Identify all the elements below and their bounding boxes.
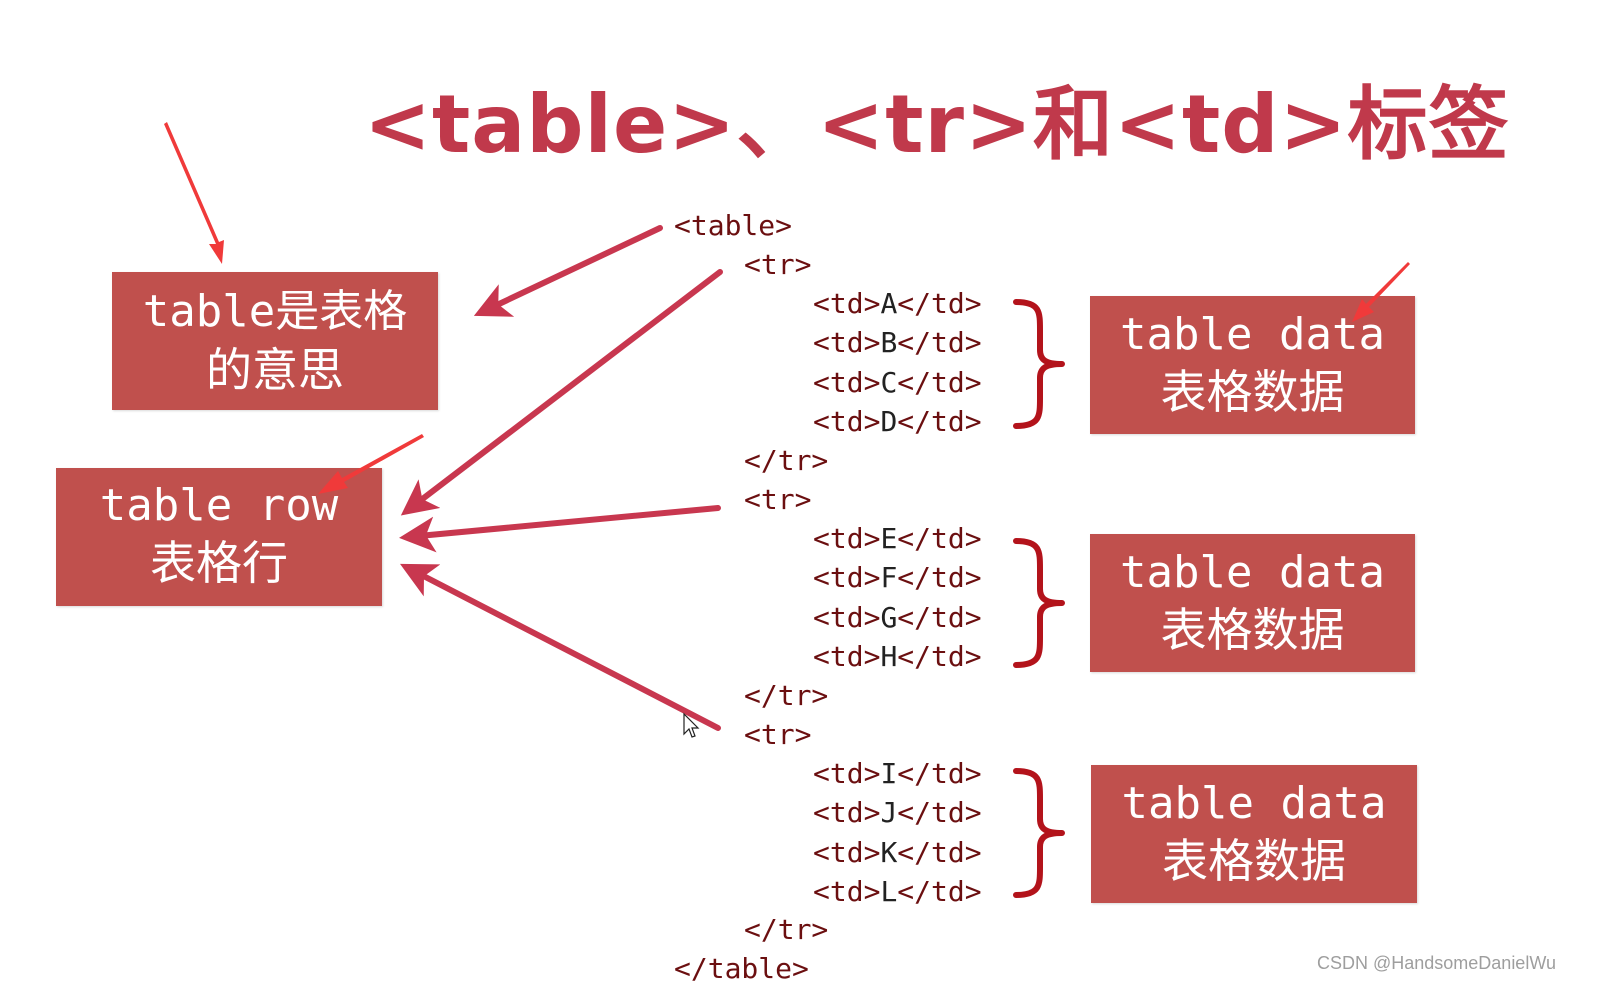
cell-value: F (880, 561, 898, 594)
td-line: <td>A</td> (813, 284, 982, 323)
table-row-zh: 表格行 (150, 536, 288, 590)
td-open-tag: <td> (813, 757, 881, 790)
cell-value: H (880, 640, 898, 673)
table-data-zh: 表格数据 (1160, 603, 1345, 657)
td-line: <td>B</td> (813, 323, 982, 362)
table-meaning-en: table (142, 286, 276, 337)
td-line: <td>F</td> (813, 558, 982, 597)
cell-value: D (880, 405, 898, 438)
td-line: <td>C</td> (813, 363, 982, 402)
annotation-arrow (318, 434, 424, 494)
cell-value: K (880, 836, 898, 869)
td-line: <td>E</td> (813, 519, 982, 558)
table-data-box: table data 表格数据 (1091, 765, 1417, 903)
td-close-tag: </td> (897, 326, 982, 359)
td-line: <td>G</td> (813, 598, 982, 637)
td-open-tag: <td> (813, 405, 881, 438)
arrow-tr3-to-row (400, 563, 721, 731)
td-open-tag: <td> (813, 561, 881, 594)
table-data-zh: 表格数据 (1160, 365, 1345, 419)
cursor-icon (683, 712, 700, 738)
page-title: <table>、<tr>和<td>标签 (364, 78, 1510, 171)
td-close-tag: </td> (897, 836, 982, 869)
annotation-arrow (164, 122, 224, 264)
tr-close-tag: </tr> (744, 444, 829, 477)
table-data-en: table data (1120, 547, 1385, 598)
td-open-tag: <td> (813, 601, 881, 634)
curly-brace (1013, 768, 1065, 898)
cell-value: J (880, 796, 898, 829)
table-data-box: table data 表格数据 (1090, 534, 1415, 672)
td-close-tag: </td> (897, 640, 982, 673)
tr-open-tag: <tr> (744, 483, 812, 516)
cell-value: A (880, 287, 898, 320)
table-meaning-line1: table是表格 (112, 283, 438, 341)
cell-value: I (880, 757, 898, 790)
td-open-tag: <td> (813, 640, 881, 673)
td-line: <td>H</td> (813, 637, 982, 676)
td-line: <td>J</td> (813, 793, 982, 832)
td-open-tag: <td> (813, 875, 881, 908)
td-close-tag: </td> (897, 796, 982, 829)
cell-value: G (880, 601, 898, 634)
cell-value: C (880, 366, 898, 399)
td-open-tag: <td> (813, 287, 881, 320)
td-open-tag: <td> (813, 326, 881, 359)
table-data-zh: 表格数据 (1162, 834, 1346, 888)
annotation-arrow (1352, 262, 1410, 322)
td-line: <td>L</td> (813, 872, 982, 911)
table-close-tag: </table> (674, 952, 809, 985)
table-data-en: table data (1121, 778, 1387, 829)
td-close-tag: </td> (897, 405, 982, 438)
table-row-en: table row (99, 480, 339, 531)
td-close-tag: </td> (897, 561, 982, 594)
arrow-table-to-meaning (473, 225, 663, 317)
curly-brace (1013, 299, 1065, 429)
td-close-tag: </td> (897, 601, 982, 634)
arrow-tr2-to-row (399, 505, 721, 553)
table-data-box: table data 表格数据 (1090, 296, 1415, 434)
td-line: <td>D</td> (813, 402, 982, 441)
cell-value: L (880, 875, 898, 908)
td-close-tag: </td> (897, 287, 982, 320)
tr-open-tag: <tr> (744, 718, 812, 751)
arrow-tr1-to-row (400, 269, 723, 516)
td-open-tag: <td> (813, 836, 881, 869)
td-close-tag: </td> (897, 366, 982, 399)
tr-close-tag: </tr> (744, 913, 829, 946)
curly-brace (1013, 538, 1065, 668)
td-close-tag: </td> (897, 522, 982, 555)
table-data-en: table data (1120, 309, 1385, 360)
td-open-tag: <td> (813, 366, 881, 399)
td-close-tag: </td> (897, 875, 982, 908)
td-open-tag: <td> (813, 522, 881, 555)
td-line: <td>I</td> (813, 754, 982, 793)
table-meaning-box: table是表格 的意思 (112, 272, 438, 410)
td-line: <td>K</td> (813, 833, 982, 872)
cell-value: B (880, 326, 898, 359)
cell-value: E (880, 522, 898, 555)
table-meaning-zh: 是表格 (275, 286, 408, 337)
tr-close-tag: </tr> (744, 679, 829, 712)
table-open-tag: <table> (674, 209, 793, 242)
tr-open-tag: <tr> (744, 248, 812, 281)
td-open-tag: <td> (813, 796, 881, 829)
table-meaning-line2: 的意思 (206, 343, 344, 397)
watermark: CSDN @HandsomeDanielWu (1316, 953, 1556, 973)
td-close-tag: </td> (897, 757, 982, 790)
